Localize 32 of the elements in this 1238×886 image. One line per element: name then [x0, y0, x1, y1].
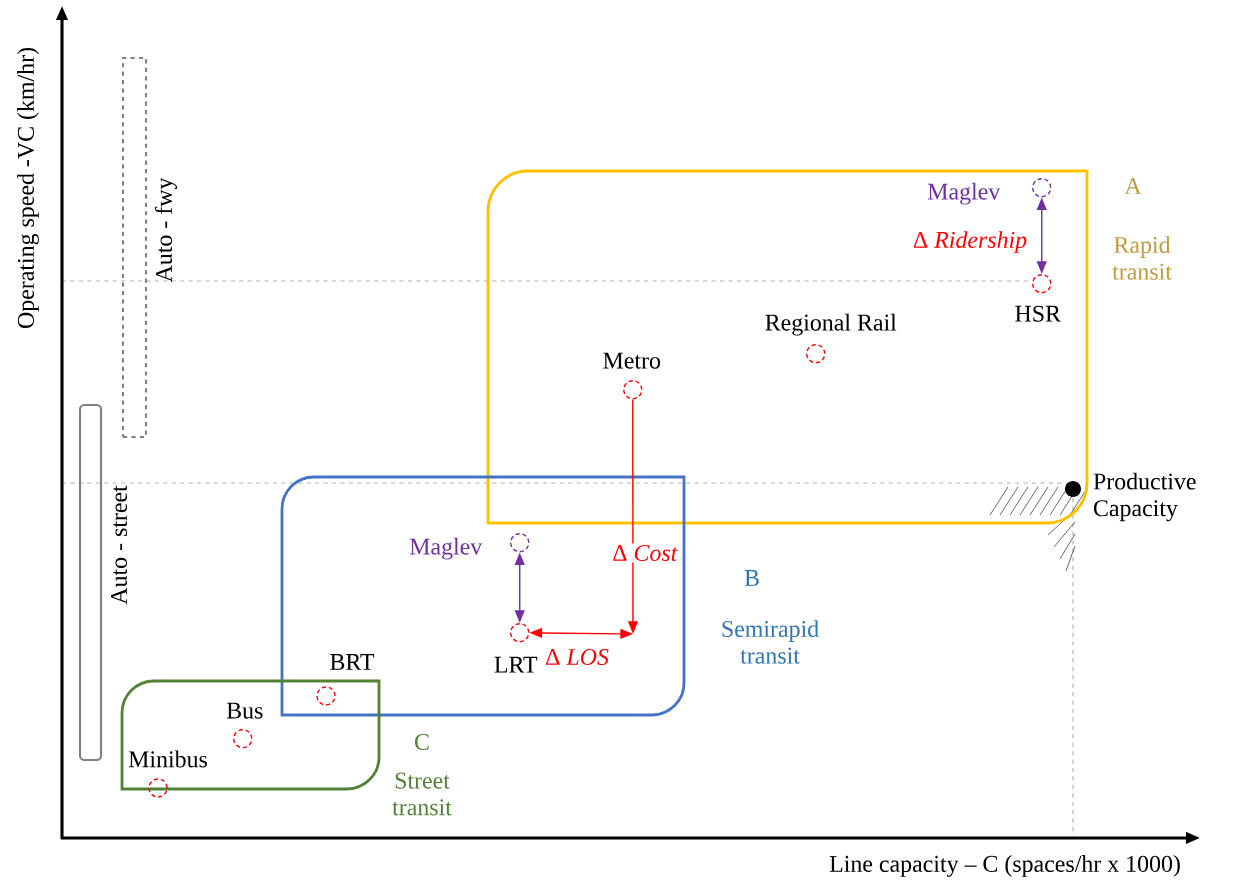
node-label: Auto - fwy [155, 177, 177, 283]
station-label: Regional Rail [765, 313, 897, 336]
station-label: Metro [603, 352, 661, 369]
station-label: Minibus [128, 750, 207, 768]
node-label: B [744, 570, 759, 586]
axis-label: Operating speed -VC (km/hr) [17, 48, 39, 329]
station-label: LRT [494, 656, 538, 673]
edge-label: Δ LOS [543, 647, 611, 667]
node-label: Street transit [392, 772, 452, 816]
station-marker [1032, 178, 1052, 198]
station-label: BRT [330, 654, 375, 670]
station-marker [510, 623, 530, 643]
axis-label: Line capacity – C (spaces/hr x 1000) [829, 855, 1180, 877]
edge-label: Δ Ridership [911, 229, 1029, 255]
station-marker [148, 778, 168, 798]
node-label: A [1124, 178, 1142, 194]
node-label: Semirapid transit [722, 620, 819, 664]
point-label: Productive Capacity [1093, 472, 1196, 522]
station-label: Maglev [927, 182, 1001, 205]
node-label: C [415, 733, 429, 751]
station-marker [806, 344, 826, 364]
station-marker [510, 533, 530, 553]
edge-label: Δ Cost [610, 543, 680, 563]
station-marker [1032, 274, 1052, 294]
node-label: Rapid transit [1112, 236, 1172, 280]
station-label: Bus [226, 702, 263, 719]
station-label: HSR [1015, 305, 1061, 322]
station-marker [316, 686, 336, 706]
station-marker [623, 380, 643, 400]
station-label: Maglev [409, 537, 483, 560]
station-marker [233, 729, 253, 749]
node-label: Auto - street [111, 485, 128, 605]
